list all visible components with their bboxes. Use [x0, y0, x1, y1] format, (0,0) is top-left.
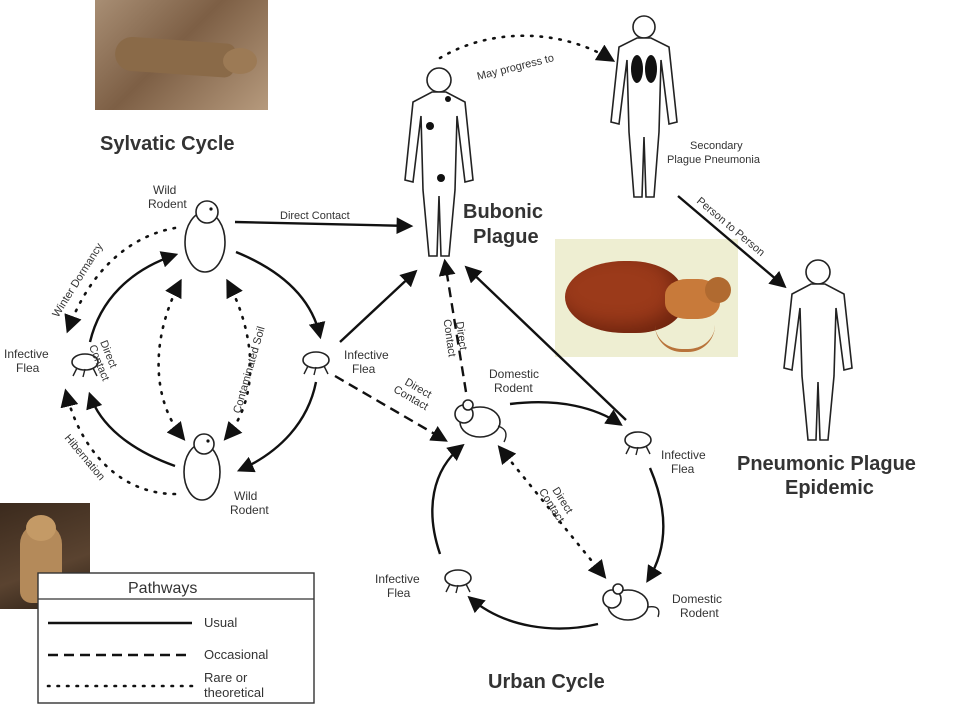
- infective-flea-left-label-1: Infective: [4, 347, 49, 361]
- arrow-urban-flea-to-bubonic: [464, 265, 627, 421]
- direct-contact-top-label: Direct Contact: [280, 210, 350, 222]
- arrow-domestic-direct-contact: [497, 445, 607, 579]
- infective-flea-left-label-2: Flea: [16, 361, 40, 375]
- wild-rodent-bottom-icon: [183, 433, 221, 501]
- human-figure-secondary: [610, 15, 678, 198]
- arrow-flea-to-rodent: [236, 381, 318, 473]
- arrow-rodent-rodent-left: [157, 278, 186, 441]
- legend-title: Pathways: [128, 580, 197, 597]
- flea-left-icon: [71, 353, 99, 378]
- domestic-rodent-top-label-1: Domestic: [489, 367, 539, 381]
- wild-rodent-bottom-label-2: Rodent: [230, 503, 269, 517]
- arrow-direct-contact-top: [234, 217, 414, 235]
- person-to-person-label: Person to Person: [694, 195, 767, 259]
- arrow-may-progress: [438, 34, 616, 62]
- domestic-rodent-bottom-label-1: Domestic: [672, 592, 722, 606]
- legend-occasional-label: Occasional: [204, 647, 268, 662]
- arrow-left-flea-to-rodent: [88, 251, 179, 343]
- flea-mid-icon: [302, 351, 330, 376]
- legend: Pathways Usual Occasional Rare or theore…: [37, 572, 315, 704]
- winter-dormancy-label: Winter Dormancy: [50, 241, 105, 320]
- arrow-person-to-person: [677, 195, 787, 289]
- human-figure-bubonic: [404, 67, 474, 257]
- arrow-domestic-to-flea: [509, 401, 623, 426]
- domestic-rodent-bottom-icon: [602, 583, 660, 621]
- arrow-domestic-to-bubonic: [438, 258, 468, 393]
- secondary-label-1: Secondary: [690, 140, 743, 152]
- contaminated-soil-label: Contaminated Soil: [231, 325, 267, 415]
- direct-contact-vert-label-2: Contact: [441, 318, 458, 357]
- infective-flea-right-label-1: Infective: [661, 448, 706, 462]
- arrow-urban-flea-to-domestic: [431, 443, 465, 555]
- human-figure-pneumonic: [783, 259, 853, 441]
- infective-flea-right-label-2: Flea: [671, 462, 695, 476]
- flea-photo: [555, 239, 738, 357]
- bubonic-plague-title-1: Bubonic: [463, 201, 543, 223]
- arrow-domestic-to-urban-flea: [467, 595, 599, 630]
- infective-flea-urban-left-label-1: Infective: [375, 572, 420, 586]
- wild-rodent-bottom-label-1: Wild: [234, 489, 257, 503]
- infective-flea-mid-label-2: Flea: [352, 362, 376, 376]
- wild-rodent-top-label-1: Wild: [153, 183, 176, 197]
- domestic-rodent-bottom-label-2: Rodent: [680, 606, 719, 620]
- wild-rodent-top-label-2: Rodent: [148, 197, 187, 211]
- legend-rare-label-2: theoretical: [204, 685, 264, 700]
- pneumonic-plague-title-1: Pneumonic Plague: [737, 453, 916, 475]
- wild-rodent-top-icon: [184, 200, 226, 273]
- sylvatic-cycle-title: Sylvatic Cycle: [100, 133, 235, 155]
- pneumonic-plague-title-2: Epidemic: [785, 477, 874, 499]
- domestic-rodent-top-icon: [454, 399, 507, 443]
- secondary-label-2: Plague Pneumonia: [667, 154, 761, 166]
- legend-rare-label-1: Rare or: [204, 670, 248, 685]
- arrow-flea-to-domestic-bottom: [646, 467, 665, 583]
- domestic-rodent-top-label-2: Rodent: [494, 381, 533, 395]
- flea-right-icon: [624, 431, 652, 456]
- hibernation-label: Hibernation: [62, 432, 107, 483]
- arrow-flea-to-domestic: [334, 374, 448, 442]
- flea-urban-left-icon: [444, 569, 472, 594]
- arrow-flea-to-bubonic: [339, 269, 418, 343]
- infective-flea-mid-label-1: Infective: [344, 348, 389, 362]
- arrow-winter-dormancy: [64, 226, 177, 334]
- ground-squirrel-photo: [95, 0, 268, 110]
- direct-contact-vert-label-1: Direct: [453, 321, 469, 351]
- legend-usual-label: Usual: [204, 615, 237, 630]
- bubonic-plague-title-2: Plague: [473, 226, 539, 248]
- urban-cycle-title: Urban Cycle: [488, 671, 605, 693]
- arrow-rodent-to-left-flea: [86, 391, 176, 468]
- may-progress-label: May progress to: [476, 52, 555, 83]
- arrow-hibernation: [60, 388, 177, 496]
- infective-flea-urban-left-label-2: Flea: [387, 586, 411, 600]
- arrow-rodent-to-flea: [235, 250, 326, 340]
